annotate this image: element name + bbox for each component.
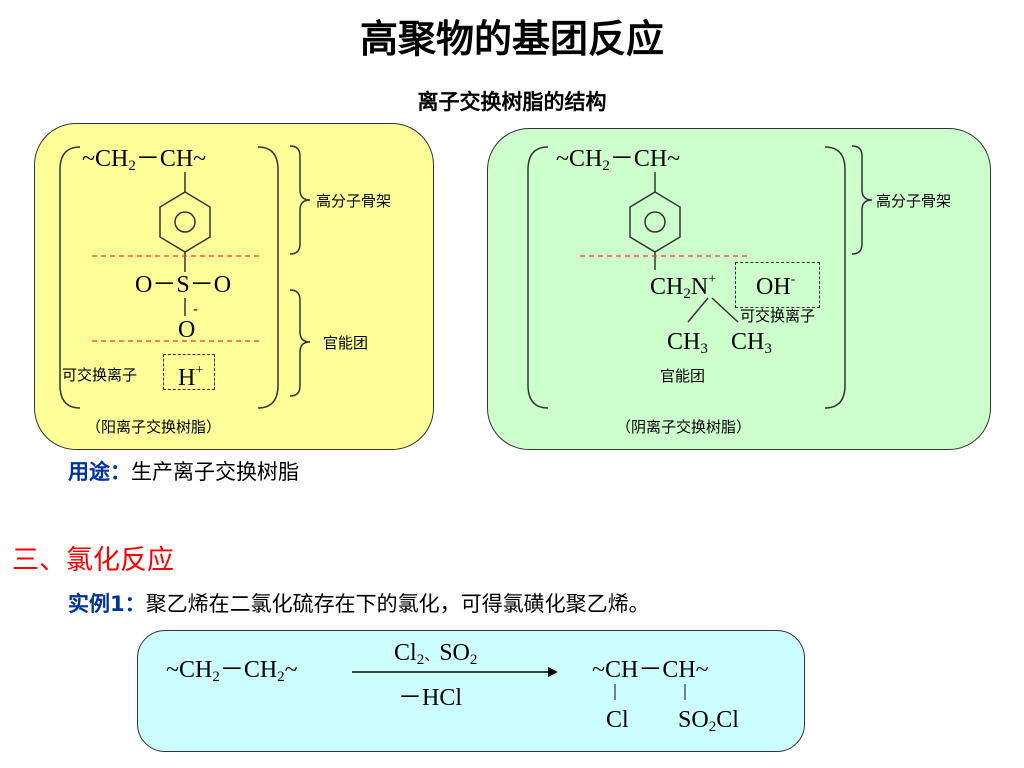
sulfonate-group: O－S－O	[135, 272, 232, 298]
reagent-formula: Cl2、SO2	[394, 640, 478, 668]
page-title: 高聚物的基团反应	[359, 17, 664, 61]
reactant-formula: ~CH2－CH2~	[166, 657, 298, 685]
anion-resin-panel	[487, 128, 991, 450]
example-text: 聚乙烯在二氯化硫存在下的氯化，可得氯磺化聚乙烯。	[145, 592, 650, 616]
cation-exchange-box	[163, 354, 215, 390]
anion-exchange-ion: OH-	[756, 272, 796, 300]
reaction-panel	[137, 630, 805, 752]
methyl-group-2: CH3	[731, 329, 772, 357]
right-bracket-close	[824, 146, 846, 409]
benzene-ring-icon	[159, 191, 211, 253]
cation-resin-caption: （阳离子交换树脂）	[86, 418, 222, 436]
cation-exchange-label: 可交换离子	[62, 366, 138, 384]
cation-resin-panel	[34, 123, 434, 450]
product-chain: ~CH－CH~	[592, 657, 709, 683]
anion-backbone-label: 高分子骨架	[876, 192, 952, 210]
backbone-brace-right	[851, 145, 873, 255]
cation-backbone-label: 高分子骨架	[316, 192, 392, 210]
product-substituent-so2cl: SO2Cl	[678, 707, 739, 735]
anion-chain-formula: ~CH2－CH~	[556, 146, 681, 174]
left-bracket-close	[257, 146, 279, 409]
cation-functional-label: 官能团	[323, 334, 369, 352]
product-substituent-cl: Cl	[606, 707, 629, 733]
anion-functional-label: 官能团	[660, 367, 706, 385]
ammonium-group: CH2N+	[650, 272, 717, 302]
cation-chain-formula: ~CH2－CH~	[82, 146, 207, 174]
anion-exchange-box	[735, 262, 820, 308]
usage-label: 用途：	[68, 460, 131, 484]
usage-text: 生产离子交换树脂	[131, 460, 299, 484]
backbone-brace-left	[289, 145, 311, 255]
byproduct-formula: －HCl	[398, 685, 463, 711]
example-label: 实例1：	[68, 592, 146, 616]
right-bracket-open	[527, 146, 549, 409]
cation-exchange-ion: H+	[178, 363, 204, 391]
section-subtitle: 离子交换树脂的结构	[417, 90, 607, 114]
example-line: 实例1：聚乙烯在二氯化硫存在下的氯化，可得氯磺化聚乙烯。	[68, 588, 650, 618]
sulfonate-oxygen: O	[178, 317, 196, 343]
oxygen-charge: -	[193, 302, 199, 318]
methyl-group-1: CH3	[667, 329, 708, 357]
section-heading: 三、氯化反应	[12, 545, 174, 576]
functional-brace-left	[289, 289, 311, 397]
benzene-ring-icon	[629, 191, 681, 253]
usage-line: 用途：生产离子交换树脂	[68, 456, 299, 486]
anion-resin-caption: （阴离子交换树脂）	[616, 418, 752, 436]
anion-exchange-label: 可交换离子	[740, 307, 816, 325]
left-bracket-open	[59, 146, 81, 409]
